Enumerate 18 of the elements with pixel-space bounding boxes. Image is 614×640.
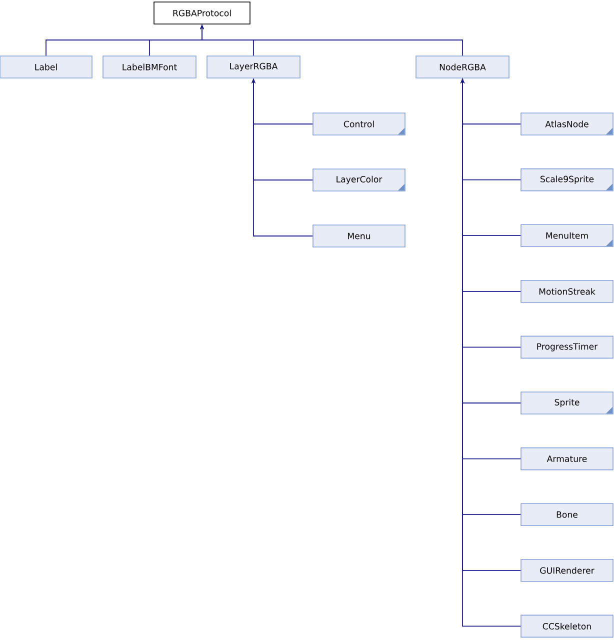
class-box: Sprite [520, 392, 614, 414]
class-box: MotionStreak [520, 280, 614, 303]
class-box: AtlasNode [520, 112, 614, 136]
class-box: Menu [312, 224, 406, 248]
class-box: Label [0, 56, 92, 78]
class-box: MenuItem [520, 224, 614, 247]
class-box: NodeRGBA [416, 56, 510, 78]
class-box: Armature [520, 447, 614, 470]
class-box: ProgressTimer [520, 336, 614, 359]
class-box: LayerColor [312, 168, 406, 192]
base-class-box: RGBAProtocol [154, 2, 250, 24]
class-box: Control [312, 112, 406, 136]
class-box: GUIRenderer [520, 559, 614, 582]
class-box: LabelBMFont [102, 56, 196, 78]
class-box: Scale9Sprite [520, 168, 614, 192]
class-box: Bone [520, 503, 614, 526]
class-box: LayerRGBA [206, 56, 300, 78]
class-box: CCSkeleton [520, 614, 614, 638]
